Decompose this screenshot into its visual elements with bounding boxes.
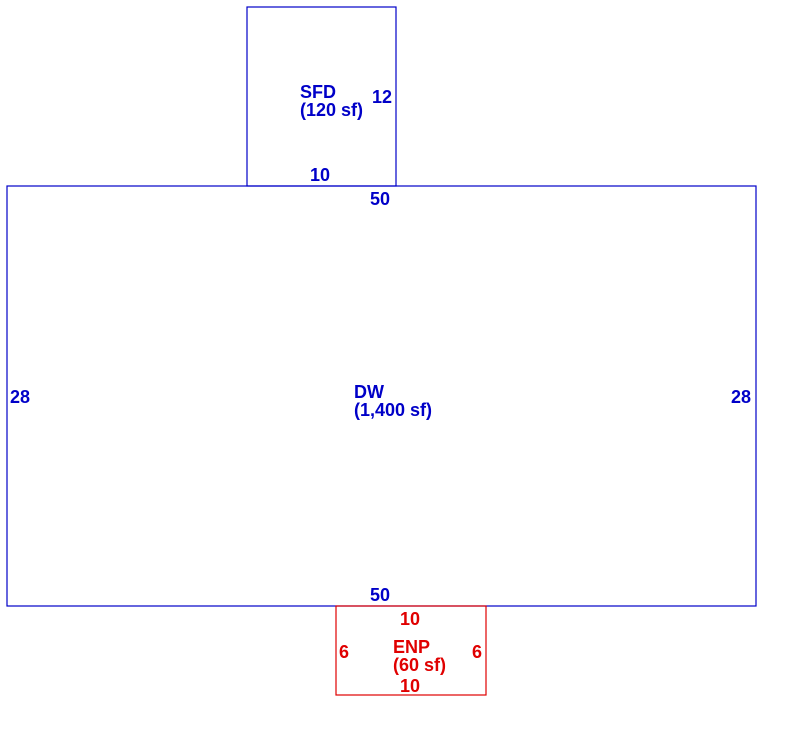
sfd-area: SFD (120 sf) 12 10 bbox=[246, 6, 397, 187]
sfd-dim-right: 12 bbox=[372, 87, 392, 107]
dw-dim-right: 28 bbox=[731, 387, 751, 407]
enp-outline bbox=[335, 605, 487, 696]
dw-dim-bottom: 50 bbox=[370, 585, 390, 605]
dw-label: DW bbox=[354, 382, 384, 402]
enp-dim-right: 6 bbox=[472, 642, 482, 662]
dw-dim-top: 50 bbox=[370, 189, 390, 209]
sfd-label: SFD bbox=[300, 82, 336, 102]
enp-dim-left: 6 bbox=[339, 642, 349, 662]
sfd-area-text: (120 sf) bbox=[300, 100, 363, 120]
sfd-dim-bottom: 10 bbox=[310, 165, 330, 185]
enp-area: ENP (60 sf) 10 10 6 6 bbox=[335, 605, 487, 696]
dw-area-text: (1,400 sf) bbox=[354, 400, 432, 420]
enp-dim-bottom: 10 bbox=[400, 676, 420, 696]
dw-dim-left: 28 bbox=[10, 387, 30, 407]
dw-area: DW (1,400 sf) 50 50 28 28 bbox=[6, 185, 757, 607]
enp-area-text: (60 sf) bbox=[393, 655, 446, 675]
enp-label: ENP bbox=[393, 637, 430, 657]
enp-dim-top: 10 bbox=[400, 609, 420, 629]
